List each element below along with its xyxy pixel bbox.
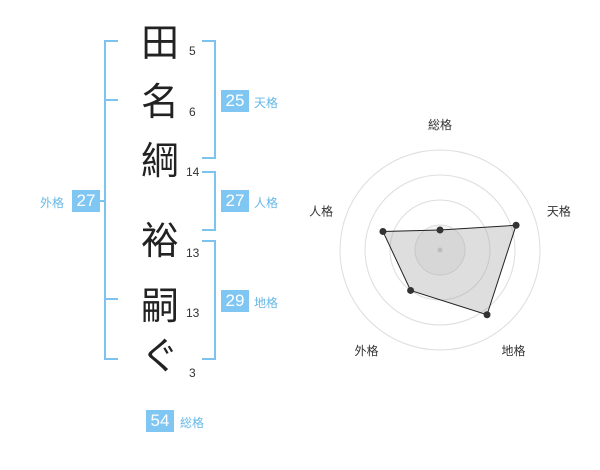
radar-axis-label-4: 人格 [309,203,333,218]
name-char-1: 田 [140,21,179,65]
gaikaku-label: 外格 [40,196,65,210]
stroke-count-2: 6 [189,105,196,119]
stroke-count-5: 13 [186,306,200,320]
radar-point-3 [407,286,415,294]
outer-bracket-mid [104,99,118,101]
radar-point-0 [436,226,444,234]
chikaku-bracket-bottom [202,358,216,360]
radar-axis-label-3: 外格 [355,343,379,358]
jinkaku-bracket-top [202,171,216,173]
soukaku-value: 54 [146,410,174,432]
radar-axis-label-2: 地格 [501,343,525,358]
stroke-count-1: 5 [189,44,196,58]
outer-bracket-mid2 [104,298,118,300]
radar-rings [339,149,541,351]
chikaku-bracket-line [214,240,216,360]
name-char-5: 嗣 [140,284,179,328]
stroke-count-6: 3 [189,366,196,380]
radar-points [379,221,520,319]
radar-area [382,224,517,316]
tenkaku-bracket-bottom [202,157,216,159]
radar-point-4 [379,227,387,235]
radar-center [437,247,443,253]
outer-bracket-top [104,40,118,42]
tenkaku-label: 天格 [254,96,279,110]
jinkaku-label: 人格 [254,196,279,210]
stroke-count-3: 14 [186,165,200,179]
jinkaku-bracket-bottom [202,229,216,231]
name-char-4: 裕 [140,219,179,263]
jinkaku-bracket-line [214,171,216,231]
outer-bracket-connector [98,200,106,202]
jinkaku-value: 27 [221,190,249,212]
stroke-count-4: 13 [186,246,200,260]
name-char-2: 名 [140,80,179,124]
chikaku-bracket-top [202,240,216,242]
name-char-6: ぐ [140,334,179,378]
tenkaku-bracket-line [214,40,216,159]
radar-point-1 [512,221,520,229]
radar-point-2 [483,311,491,319]
outer-bracket-bottom [104,358,118,360]
chikaku-value: 29 [221,290,249,312]
tenkaku-value: 25 [221,90,249,112]
soukaku-label: 総格 [180,416,205,430]
gaikaku-value: 27 [72,190,100,212]
chikaku-label: 地格 [254,296,279,310]
radar-axis-label-1: 天格 [547,203,571,218]
radar-axis-label-0: 総格 [428,117,452,132]
name-char-3: 綱 [140,139,179,183]
tenkaku-bracket-top [202,40,216,42]
